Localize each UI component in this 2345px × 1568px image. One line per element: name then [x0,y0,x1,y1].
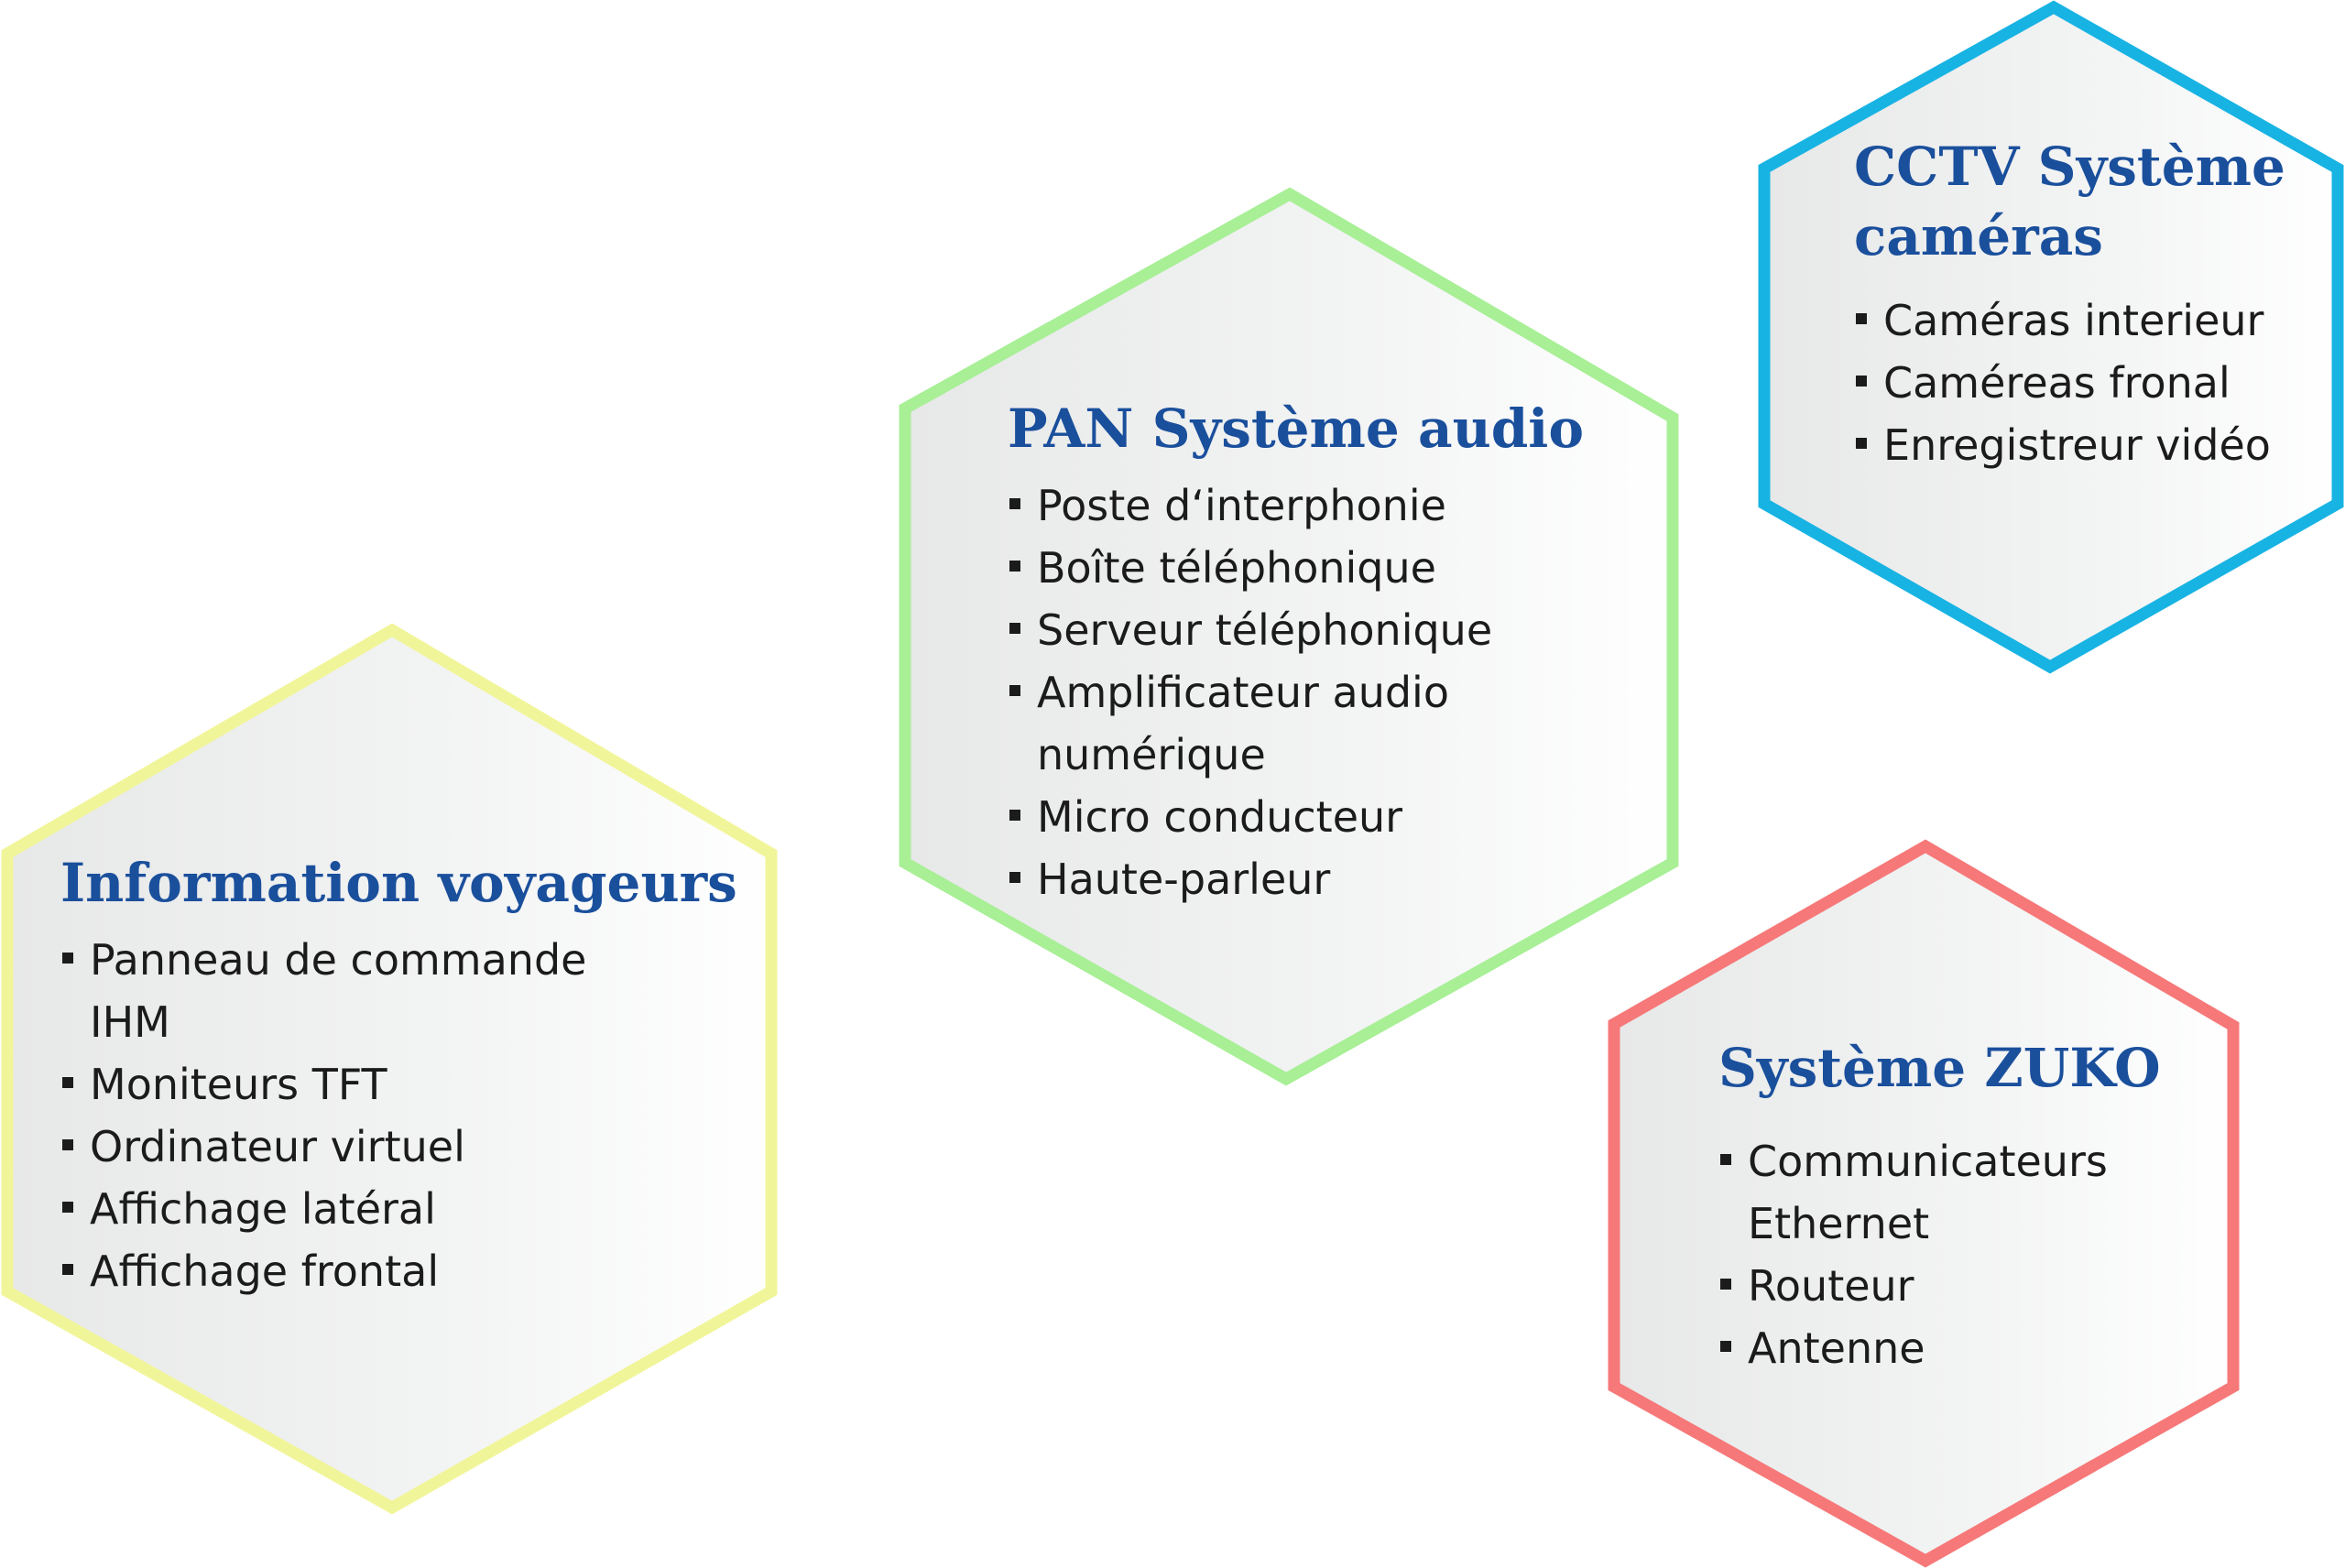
list-item: Affichage frontal [60,1240,738,1302]
hex-title-pan-systeme-audio: PAN Système audio [1008,397,1585,460]
hex-title-cctv-systeme-cameras: CCTV Système caméras [1854,136,2285,267]
list-item: Serveur téléphonique [1008,599,1649,661]
list-item: Caméreas fronal [1854,352,2330,414]
list-item: Amplificateur audio numérique [1008,661,1649,786]
hex-title-information-voyageurs: Information voyageurs [60,852,737,914]
list-item: Boîte téléphonique [1008,537,1649,599]
list-item: Enregistreur vidéo [1854,414,2330,476]
list-item: Antenne [1718,1317,2213,1379]
list-item: Haute-parleur [1008,848,1649,910]
list-item: Poste d‘interphonie [1008,474,1649,537]
list-item: Panneau de commande IHM [60,929,738,1053]
list-item: Ordinateur virtuel [60,1116,738,1178]
list-item: Communicateurs Ethernet [1718,1130,2213,1255]
hexagon-pan-systeme-audio [899,187,1679,1086]
hexagon-systeme-zuko [1608,839,2240,1568]
hexagon-cctv-systeme-cameras [1758,0,2344,674]
list-item: Routeur [1718,1255,2213,1317]
list-item: Moniteurs TFT [60,1053,738,1116]
hex-title-systeme-zuko: Système ZUKO [1718,1037,2161,1099]
list-item: Caméras interieur [1854,289,2330,352]
list-item: Affichage latéral [60,1178,738,1240]
hexagon-information-voyageurs [1,623,778,1515]
hex-content-information-voyageurs: Information voyageurs Panneau de command… [60,848,738,1302]
list-item: Micro conducteur [1008,786,1649,848]
